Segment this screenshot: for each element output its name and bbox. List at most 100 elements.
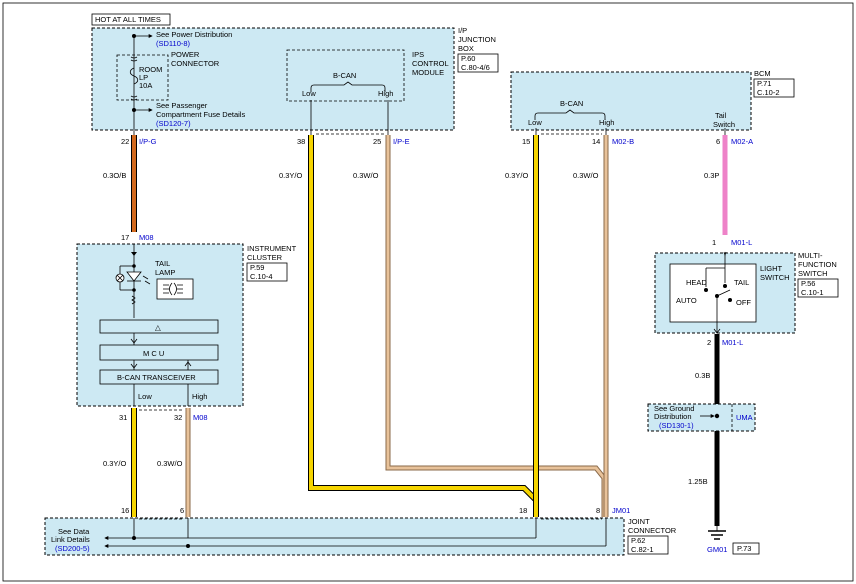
wire-25-label: 0.3W/O xyxy=(353,171,379,180)
cluster-pin-32: 32 xyxy=(174,413,182,422)
cluster-transceiver: B-CAN TRANSCEIVER xyxy=(117,373,196,382)
bcm-pin-6: 6 xyxy=(716,137,720,146)
cluster-ref-1: P.59 xyxy=(250,263,264,272)
ips-control-module-box xyxy=(286,49,405,102)
wire-yellow-38-outline xyxy=(308,135,539,517)
bcm-bcan-label: B-CAN xyxy=(560,99,583,108)
cluster-conn-m08: M08 xyxy=(139,233,154,242)
bcm-pin-14: 14 xyxy=(592,137,600,146)
ground-gm01: GM01 xyxy=(707,545,727,554)
wire-tan-25 xyxy=(386,135,606,517)
ips-label-1: IPS xyxy=(412,50,424,59)
fuse-label-3: 10A xyxy=(139,81,152,90)
ground-uma: UMA xyxy=(736,413,753,422)
bcm-low-label: Low xyxy=(528,118,542,127)
ip-junction-ref-1: P.60 xyxy=(461,54,475,63)
hot-at-all-times-label: HOT AT ALL TIMES xyxy=(95,15,161,24)
light-switch-label-1: LIGHT xyxy=(760,264,783,273)
joint-name-2: CONNECTOR xyxy=(628,526,677,535)
ip-high-label: High xyxy=(378,89,393,98)
joint-ref-1: P.62 xyxy=(631,536,645,545)
ground-distribution: See Ground Distribution (SD130-1) UMA xyxy=(647,403,756,432)
cluster-low-label: Low xyxy=(138,392,152,401)
cluster-mcu: M C U xyxy=(143,349,164,358)
bcm-high-label: High xyxy=(599,118,614,127)
passenger-fuse-link[interactable]: (SD120-7) xyxy=(156,119,191,128)
mfs-pin-1: 1 xyxy=(712,238,716,247)
tail-lamp-icon xyxy=(163,282,183,296)
multi-function-switch: MULTI- FUNCTION SWITCH P.56 C.10-1 LIGHT… xyxy=(654,251,839,334)
ip-pin-38: 38 xyxy=(297,137,305,146)
ip-low-label: Low xyxy=(302,89,316,98)
cluster-pin-17: 17 xyxy=(121,233,129,242)
cluster-ref-2: C.10-4 xyxy=(250,272,273,281)
wire-cluster-low-label: 0.3Y/O xyxy=(103,459,127,468)
joint-ref-2: C.82-1 xyxy=(631,545,654,554)
ground-ref: P.73 xyxy=(737,544,751,553)
tail-lamp-label-1: TAIL xyxy=(155,259,170,268)
ip-pin-22: 22 xyxy=(121,137,129,146)
light-switch-label-2: SWITCH xyxy=(760,273,790,282)
joint-pin-8: 8 xyxy=(596,506,600,515)
instrument-cluster: INSTRUMENT CLUSTER P.59 C.10-4 TAIL LAMP… xyxy=(76,243,297,407)
fuse-label-1: ROOM xyxy=(139,65,162,74)
led-icon xyxy=(126,271,142,282)
data-link-text-2: Link Details xyxy=(51,535,90,544)
ip-conn-ipg: I/P-G xyxy=(139,137,157,146)
bcm: BCM P.71 C.10-2 B-CAN Low High Tail Swit… xyxy=(510,69,795,135)
ip-bcan-label: B-CAN xyxy=(333,71,356,80)
mfs-name-1: MULTI- xyxy=(798,251,823,260)
switch-contact-icon xyxy=(716,289,731,297)
mfs-pin-2: 2 xyxy=(707,338,711,347)
cluster-name-1: INSTRUMENT xyxy=(247,244,297,253)
power-distribution-link[interactable]: (SD110-8) xyxy=(156,39,191,48)
wire-orange-label: 0.3O/B xyxy=(103,171,126,180)
bcm-ref-1: P.71 xyxy=(757,79,771,88)
wire-pink-label: 0.3P xyxy=(704,171,719,180)
joint-connector: JOINT CONNECTOR P.62 C.82-1 See Data Lin… xyxy=(44,517,677,556)
power-connector-1: POWER xyxy=(171,50,200,59)
ip-junction-name-2: JUNCTION xyxy=(458,35,496,44)
joint-pin-18: 18 xyxy=(519,506,527,515)
mfs-conn-m01l-b: M01-L xyxy=(722,338,743,347)
joint-pin-6: 6 xyxy=(180,506,184,515)
cluster-conn-m08b: M08 xyxy=(193,413,208,422)
bcm-pin-15: 15 xyxy=(522,137,530,146)
bcm-conn-m02a: M02-A xyxy=(731,137,753,146)
wire-14-label: 0.3W/O xyxy=(573,171,599,180)
wire-38-label: 0.3Y/O xyxy=(279,171,303,180)
joint-pin-16: 16 xyxy=(121,506,129,515)
ip-junction-name-1: I/P xyxy=(458,26,467,35)
data-link-text-1: See Data xyxy=(58,527,90,536)
hot-at-all-times-box xyxy=(91,13,171,26)
ip-junction-name-3: BOX xyxy=(458,44,474,53)
mfs-ref-1: P.56 xyxy=(801,279,815,288)
bcm-ref-2: C.10-2 xyxy=(757,88,780,97)
joint-name-1: JOINT xyxy=(628,517,650,526)
bcm-conn-m02b: M02-B xyxy=(612,137,634,146)
wire-black-label-2: 1.25B xyxy=(688,477,708,486)
bcm-name: BCM xyxy=(754,69,771,78)
bcm-tail-switch-1: Tail xyxy=(715,111,727,120)
cluster-pin-31: 31 xyxy=(119,413,127,422)
passenger-fuse-2: Compartment Fuse Details xyxy=(156,110,245,119)
mfs-tail: TAIL xyxy=(734,278,749,287)
data-link-link[interactable]: (SD200-5) xyxy=(55,544,90,553)
light-switch-box xyxy=(669,263,757,323)
power-connector-2: CONNECTOR xyxy=(171,59,220,68)
ip-conn-ipe: I/P-E xyxy=(393,137,410,146)
ip-pin-25: 25 xyxy=(373,137,381,146)
tail-lamp-label-2: LAMP xyxy=(155,268,175,277)
mfs-name-2: FUNCTION xyxy=(798,260,837,269)
wire-15-label: 0.3Y/O xyxy=(505,171,529,180)
mfs-off: OFF xyxy=(736,298,751,307)
ground-link[interactable]: (SD130-1) xyxy=(659,421,694,430)
bcm-tail-switch-2: Switch xyxy=(713,120,735,129)
fuse-icon xyxy=(129,67,139,85)
power-distribution-text: See Power Distribution xyxy=(156,30,232,39)
mfs-head: HEAD xyxy=(686,278,707,287)
ip-junction-box: HOT AT ALL TIMES I/P JUNCTION BOX P.60 C… xyxy=(91,13,499,135)
cluster-name-2: CLUSTER xyxy=(247,253,283,262)
mfs-auto: AUTO xyxy=(676,296,697,305)
